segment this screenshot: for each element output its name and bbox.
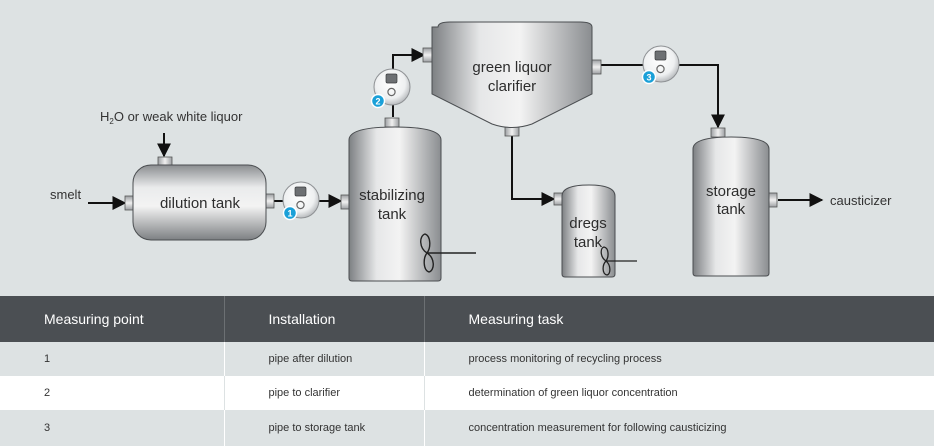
column-header-installation: Installation — [223, 296, 424, 342]
sensor-2: 2 — [370, 68, 411, 109]
cell-installation: pipe after dilution — [223, 342, 424, 376]
cell-measuring-task: process monitoring of recycling process — [423, 342, 934, 376]
cell-measuring-point: 3 — [0, 410, 224, 446]
process-diagram: dilution tank stabilizing tank green liq… — [50, 21, 893, 282]
column-header-measuring-task: Measuring task — [423, 296, 934, 342]
column-header-measuring-point: Measuring point — [0, 296, 224, 342]
cell-measuring-point: 2 — [0, 376, 224, 410]
sensor-3-number: 3 — [646, 73, 651, 83]
dregs-tank: dregs tank — [553, 184, 637, 278]
agitator-icon — [600, 246, 637, 276]
clarifier-label-2: clarifier — [488, 78, 536, 95]
table-row: 3 pipe to storage tank concentration mea… — [0, 410, 934, 446]
sensor-3: 3 — [641, 45, 680, 85]
measuring-points-table: Measuring point Installation Measuring t… — [0, 296, 934, 446]
cell-measuring-task: determination of green liquor concentrat… — [423, 376, 934, 410]
pipe-clarifier-to-storage — [600, 64, 725, 129]
sensor-head-icon — [654, 50, 667, 61]
sensor-1: 1 — [282, 181, 320, 221]
sensor-head-icon — [385, 73, 398, 84]
dilution-tank: dilution tank — [124, 156, 275, 241]
dregs-tank-label-1: dregs — [569, 215, 607, 232]
storage-tank-label-1: storage — [706, 183, 756, 200]
stabilizing-tank-label-2: tank — [378, 206, 407, 223]
h2o-label: H2O or weak white liquor — [100, 109, 243, 126]
cell-measuring-point: 1 — [0, 342, 224, 376]
stabilizing-tank: stabilizing tank — [340, 117, 476, 282]
process-flow-svg: dilution tank stabilizing tank green liq… — [50, 21, 892, 282]
clarifier-label-1: green liquor — [472, 59, 551, 76]
cell-measuring-task: concentration measurement for following … — [423, 410, 934, 446]
sensor-1-number: 1 — [287, 209, 292, 219]
storage-tank: storage tank — [692, 127, 778, 277]
smelt-label: smelt — [50, 187, 81, 202]
pipe-clarifier-to-dregs — [511, 135, 556, 206]
sensor-2-number: 2 — [375, 97, 380, 107]
agitator-icon — [420, 233, 476, 273]
table-header-row: Measuring point Installation Measuring t… — [0, 296, 934, 342]
table-row: 2 pipe to clarifier determination of gre… — [0, 376, 934, 410]
cell-installation: pipe to clarifier — [223, 376, 424, 410]
clarifier-tank: green liquor clarifier — [422, 21, 602, 137]
dregs-tank-label-2: tank — [574, 234, 603, 251]
sensor-head-icon — [294, 186, 307, 197]
dilution-tank-label: dilution tank — [160, 195, 241, 212]
storage-tank-label-2: tank — [717, 201, 746, 218]
causticizer-label: causticizer — [830, 193, 892, 208]
stabilizing-tank-label-1: stabilizing — [359, 187, 425, 204]
cell-installation: pipe to storage tank — [223, 410, 424, 446]
table-row: 1 pipe after dilution process monitoring… — [0, 342, 934, 376]
